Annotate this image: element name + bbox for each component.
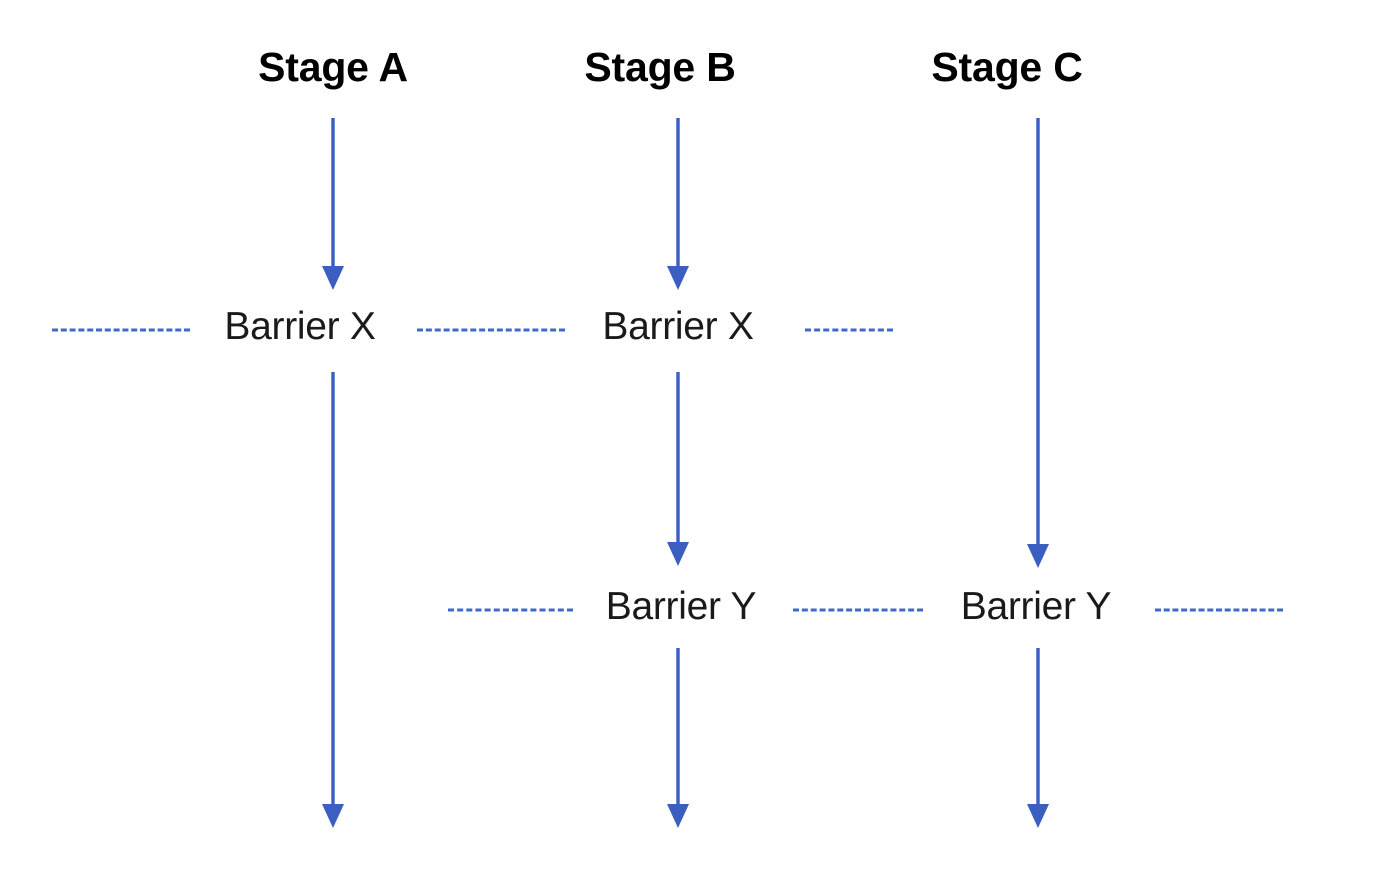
stage-header-c: Stage C xyxy=(931,44,1083,90)
dashed-connector-y-right xyxy=(1155,608,1283,612)
barrier-label-y-stage-c: Barrier Y xyxy=(960,585,1112,628)
dashed-connector-y-left xyxy=(448,608,573,612)
arrow-stage-b-barrier-y-to-bottom xyxy=(667,648,689,828)
dashed-connector-x-right xyxy=(805,328,893,332)
arrow-stage-b-to-barrier-x xyxy=(667,118,689,290)
arrow-stage-c-to-barrier-y xyxy=(1027,118,1049,568)
arrow-stage-a-to-barrier-x xyxy=(322,118,344,290)
stage-header-a: Stage A xyxy=(258,44,408,90)
arrow-stage-b-barrier-x-to-barrier-y xyxy=(667,372,689,566)
barrier-label-x-stage-a: Barrier X xyxy=(224,305,376,348)
arrow-stage-a-barrier-x-to-bottom xyxy=(322,372,344,828)
dashed-connector-y-middle xyxy=(793,608,923,612)
dashed-connector-x-left xyxy=(52,328,190,332)
barrier-label-x-stage-b: Barrier X xyxy=(602,305,754,348)
barrier-label-y-stage-b: Barrier Y xyxy=(605,585,757,628)
dashed-connector-x-middle xyxy=(417,328,565,332)
stage-header-b: Stage B xyxy=(584,44,736,90)
arrow-stage-c-barrier-y-to-bottom xyxy=(1027,648,1049,828)
